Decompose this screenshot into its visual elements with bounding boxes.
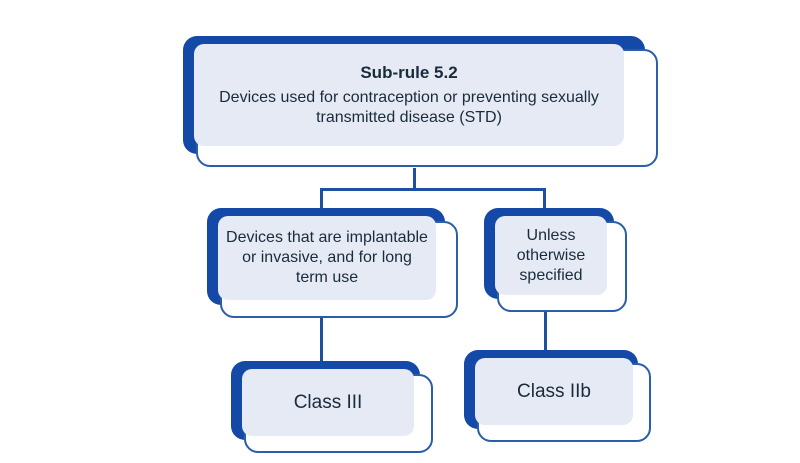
node-class-3[interactable]: Class III bbox=[231, 361, 433, 453]
connector-unless-to-class-2b bbox=[544, 299, 547, 352]
connector-to-unless bbox=[543, 188, 546, 210]
node-label: Class III bbox=[293, 391, 363, 413]
node-body: Class III bbox=[242, 369, 414, 436]
node-description: Devices used for contraception or preven… bbox=[219, 89, 599, 127]
node-class-2b[interactable]: Class IIb bbox=[464, 350, 651, 442]
node-body: Class IIb bbox=[475, 358, 633, 425]
node-description: Devices that are implantable or invasive… bbox=[226, 229, 428, 286]
node-label: Class IIb bbox=[517, 380, 591, 402]
connector-root-trunk bbox=[413, 168, 416, 190]
node-body: Unless otherwise specified bbox=[495, 216, 607, 295]
node-description: Unless otherwise specified bbox=[516, 226, 586, 284]
node-implantable[interactable]: Devices that are implantable or invasive… bbox=[207, 208, 458, 318]
node-title: Sub-rule 5.2 bbox=[360, 62, 458, 82]
connector-to-implantable bbox=[320, 188, 323, 210]
connector-implantable-to-class-3 bbox=[320, 305, 323, 363]
node-unless[interactable]: Unless otherwise specified bbox=[484, 208, 627, 312]
node-body: Sub-rule 5.2 Devices used for contracept… bbox=[194, 44, 624, 146]
node-body: Devices that are implantable or invasive… bbox=[218, 216, 436, 300]
connector-split-bar bbox=[320, 188, 546, 191]
node-sub-rule[interactable]: Sub-rule 5.2 Devices used for contracept… bbox=[183, 36, 658, 167]
